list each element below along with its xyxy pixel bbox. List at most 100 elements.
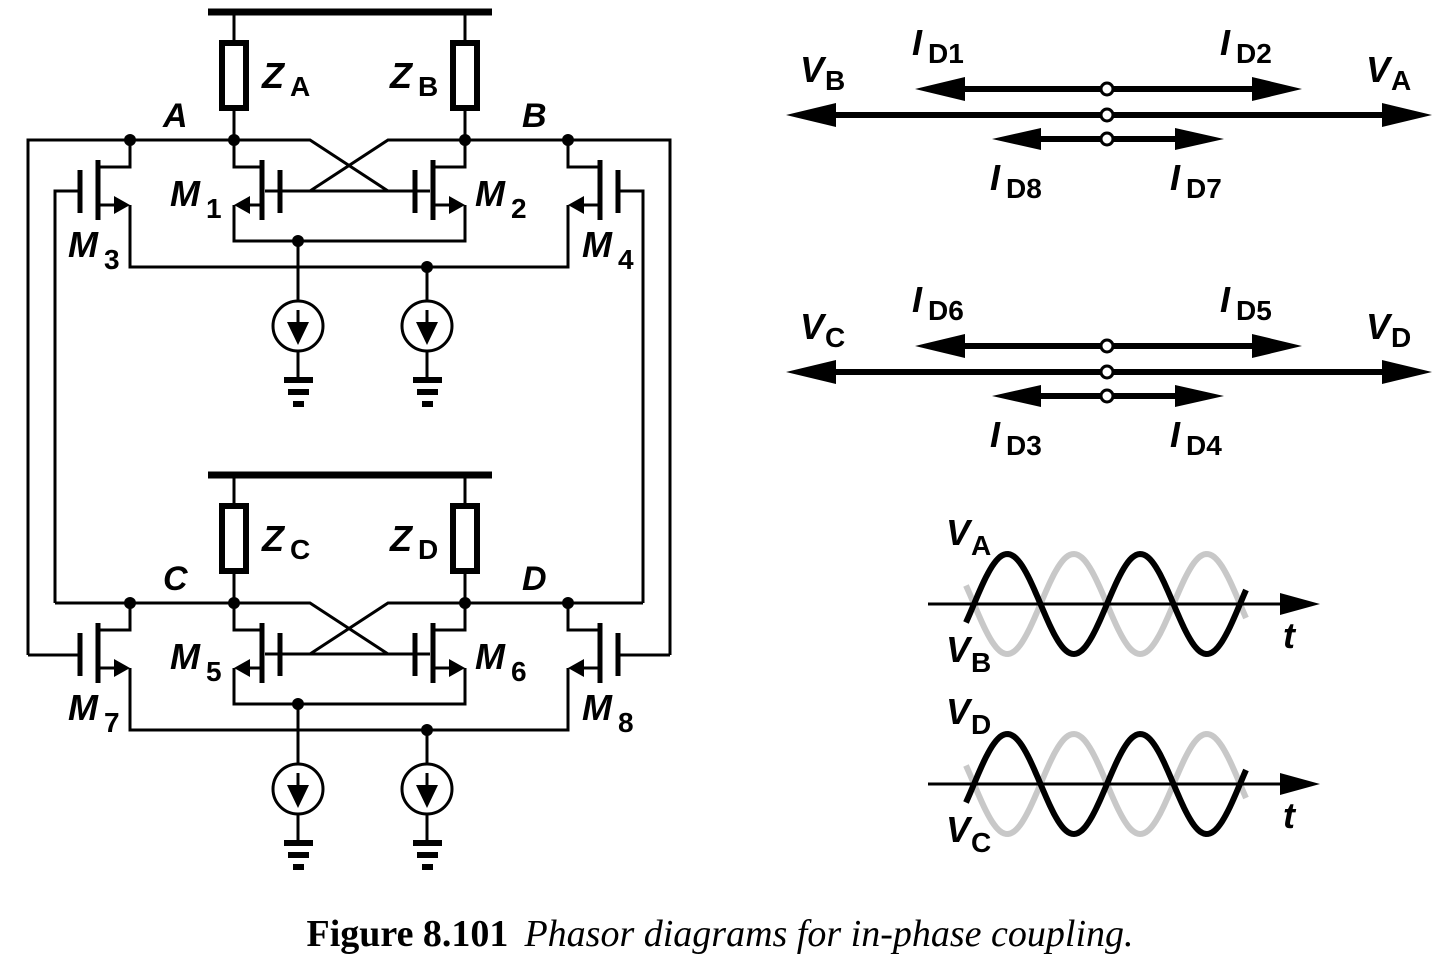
label-va-wave: VA	[946, 512, 991, 561]
wire-node-b	[304, 138, 672, 655]
label-vc-wave: VC	[946, 809, 991, 858]
arrowhead-id1	[915, 77, 965, 101]
node-label-c: C	[163, 560, 188, 598]
node-label-b: B	[522, 97, 547, 135]
caption-text: Phasor diagrams for in-phase coupling.	[524, 913, 1134, 955]
junction-dot	[459, 597, 471, 609]
label-vd-wave: VD	[946, 691, 991, 740]
arrowhead-id4	[1175, 385, 1224, 407]
ground-icon	[284, 351, 313, 407]
time-axis-label: t	[1283, 615, 1297, 656]
impedance-za	[219, 40, 249, 111]
transistor-m5	[232, 603, 467, 706]
arrowhead-id3	[992, 385, 1041, 407]
waveform-black-vd	[963, 730, 1249, 838]
current-source-2	[400, 299, 454, 353]
figure-caption: Figure 8.101 Phasor diagrams for in-phase…	[0, 912, 1440, 956]
node-label-d: D	[522, 560, 547, 598]
current-source-1	[271, 299, 325, 353]
node-label-a: A	[162, 97, 188, 135]
transistor-m8	[566, 603, 670, 683]
arrowhead-id5	[1252, 334, 1302, 358]
figure-number: Figure 8.101	[306, 913, 509, 955]
ground-icon	[413, 351, 442, 407]
impedance-zd	[450, 503, 480, 574]
current-source-3	[271, 762, 325, 816]
wire-node-d	[304, 601, 643, 656]
ground-icon	[413, 814, 442, 870]
arrowhead-vc	[786, 360, 836, 384]
transistor-m6	[388, 603, 467, 683]
junction-dot	[292, 235, 304, 247]
junction-dot	[228, 134, 240, 146]
waveform-black-va	[963, 550, 1249, 658]
label-vb-wave: VB	[946, 629, 991, 678]
junction-dot	[292, 698, 304, 710]
junction-dot	[124, 134, 136, 146]
label-vb: VB	[800, 49, 845, 96]
current-source-4	[400, 762, 454, 816]
origin-marker	[1099, 364, 1115, 380]
junction-dot	[124, 597, 136, 609]
transistor-m2	[388, 140, 467, 220]
transistor-m3	[53, 140, 570, 603]
transistor-m4	[566, 140, 645, 603]
waveform-vd-vc: t VD VC	[928, 691, 1320, 858]
arrowhead-va	[1382, 103, 1432, 127]
origin-marker	[1099, 388, 1115, 404]
junction-dot	[562, 134, 574, 146]
time-axis-label: t	[1283, 795, 1297, 836]
junction-dot	[459, 134, 471, 146]
origin-marker	[1099, 338, 1115, 354]
transistor-m1	[232, 140, 467, 243]
junction-dot	[228, 597, 240, 609]
origin-marker	[1099, 131, 1115, 147]
junction-dot	[421, 261, 433, 273]
time-axis-arrowhead	[1280, 773, 1320, 795]
origin-marker	[1099, 81, 1115, 97]
arrowhead-id6	[915, 334, 965, 358]
arrowhead-id2	[1252, 77, 1302, 101]
label-vd: VD	[1366, 306, 1411, 353]
arrowhead-vd	[1382, 360, 1432, 384]
arrowhead-id7	[1175, 128, 1224, 150]
label-va: VA	[1366, 49, 1411, 96]
impedance-zb	[450, 40, 480, 111]
impedance-zc	[219, 503, 249, 574]
arrowhead-id8	[992, 128, 1041, 150]
label-vc: VC	[800, 306, 845, 353]
ground-icon	[284, 814, 313, 870]
waveform-va-vb: t VA VB	[928, 512, 1320, 678]
origin-marker	[1099, 107, 1115, 123]
time-axis-arrowhead	[1280, 593, 1320, 615]
junction-dot	[562, 597, 574, 609]
transistor-m7	[28, 603, 570, 732]
junction-dot	[421, 724, 433, 736]
arrowhead-vb	[786, 103, 836, 127]
